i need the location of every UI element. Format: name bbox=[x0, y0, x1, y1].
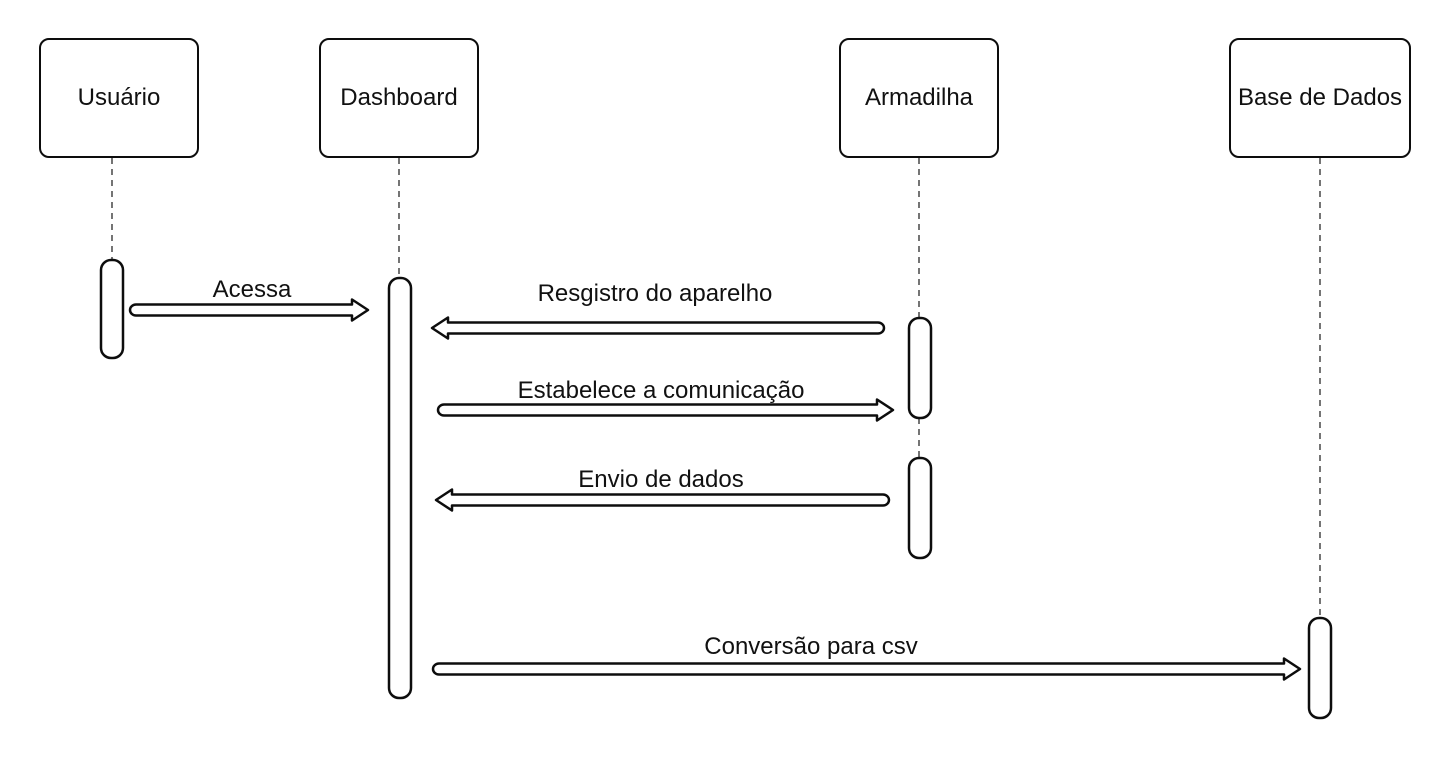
participant-label-base-de-dados: Base de Dados bbox=[1237, 84, 1403, 111]
message-label-5: Conversão para csv bbox=[704, 633, 918, 660]
activation-bar-armadilha bbox=[907, 316, 933, 420]
participant-box-armadilha: Armadilha bbox=[839, 38, 999, 158]
message-arrow-armadilha-to-dashboard bbox=[430, 316, 886, 340]
participant-box-base-de-dados: Base de Dados bbox=[1229, 38, 1411, 158]
message-label-2: Resgistro do aparelho bbox=[537, 280, 773, 307]
activation-bar-dashboard bbox=[387, 276, 413, 700]
participant-label-armadilha: Armadilha bbox=[864, 84, 974, 111]
activation-bar-armadilha bbox=[907, 456, 933, 560]
message-label-1: Acessa bbox=[212, 276, 292, 303]
message-label-3: Estabelece a comunicação bbox=[517, 377, 805, 404]
message-arrow-armadilha-to-dashboard bbox=[434, 488, 891, 512]
message-label-4: Envio de dados bbox=[578, 466, 744, 493]
participant-label-usuario: Usuário bbox=[77, 84, 161, 111]
message-arrow-dashboard-to-base-de-dados bbox=[431, 657, 1302, 681]
participant-box-usuario: Usuário bbox=[39, 38, 199, 158]
activation-bar-usuario bbox=[99, 258, 125, 360]
activation-bar-base-de-dados bbox=[1307, 616, 1333, 720]
participant-box-dashboard: Dashboard bbox=[319, 38, 479, 158]
participant-label-dashboard: Dashboard bbox=[340, 84, 458, 111]
message-arrow-dashboard-to-armadilha bbox=[436, 398, 895, 422]
message-arrow-usuario-to-dashboard bbox=[128, 298, 370, 322]
